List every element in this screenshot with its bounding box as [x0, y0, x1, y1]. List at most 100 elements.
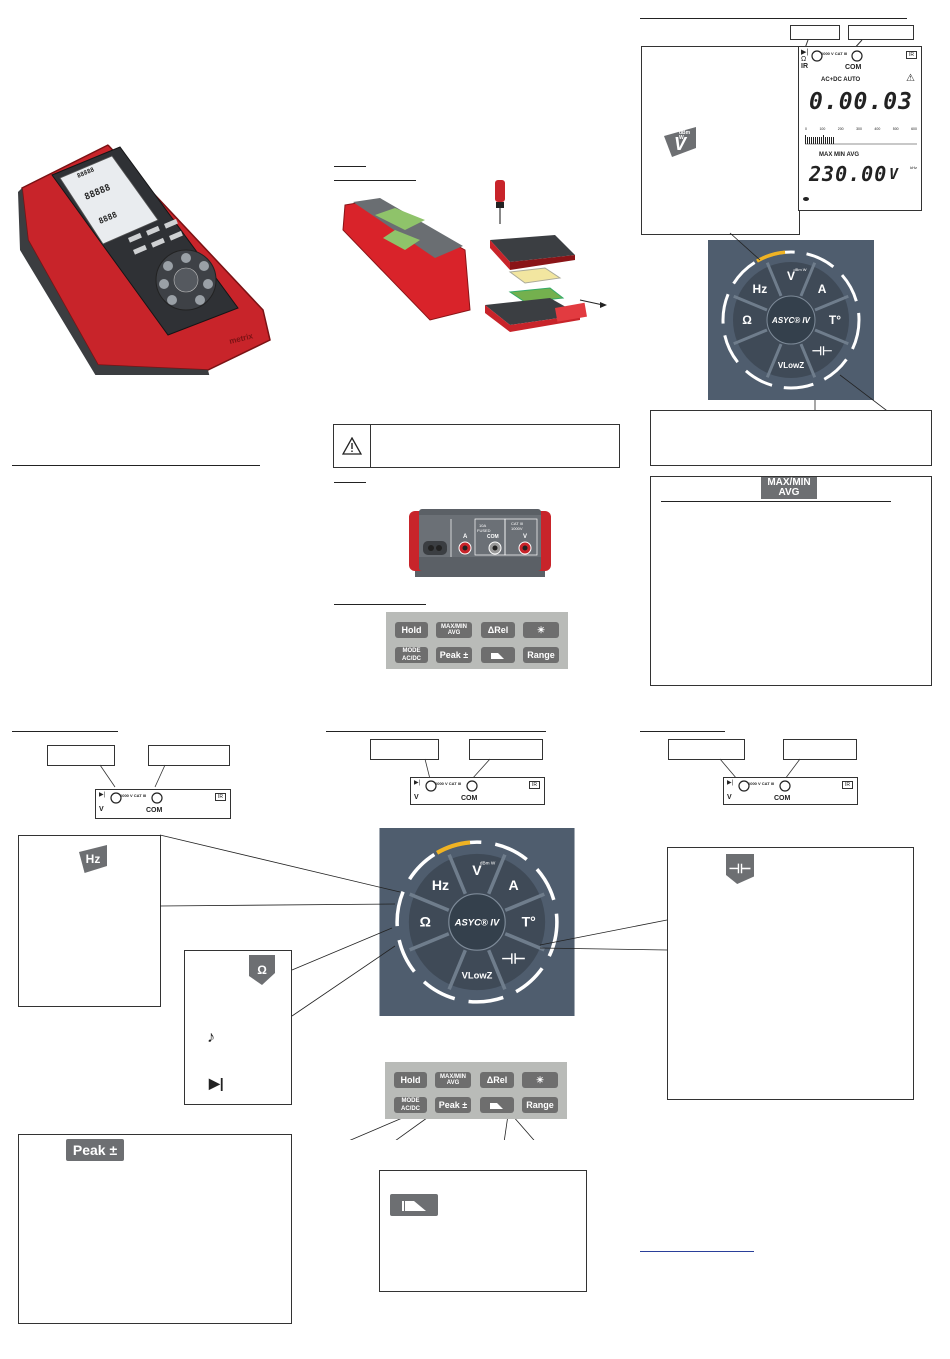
- callout-label-6: [469, 739, 543, 760]
- subheading-rule-3: [334, 482, 366, 483]
- dial-bottom-sector-divider: [409, 932, 450, 952]
- lcd-main-reading: 0.00.03: [809, 89, 913, 115]
- lcd-ir-label: IR: [906, 51, 917, 59]
- range-key[interactable]: Range: [523, 647, 559, 663]
- terminal-fuse-label: 10A: [479, 523, 486, 528]
- note-box-hz: Hz: [18, 835, 161, 1007]
- dial-top-position-3: ⊣⊢: [812, 344, 833, 358]
- mini-lcd-ir-label: IR: [529, 781, 540, 789]
- subheading-rule-2: [334, 180, 416, 181]
- callout-lines-bottom: [99, 758, 801, 788]
- backlight-key-2[interactable]: ☀: [522, 1072, 558, 1088]
- eye-icon: [803, 197, 809, 201]
- dial-top-sector-divider: [733, 294, 768, 312]
- dial-bottom-sector-divider: [447, 854, 467, 895]
- lcd-side-unit: kHz: [910, 165, 917, 170]
- lcd-secondary-unit: V: [889, 165, 900, 183]
- link-underline[interactable]: [640, 1251, 754, 1252]
- dial-bottom-position-4: VLowZ: [462, 969, 493, 980]
- dial-top-outer-ring: [721, 250, 861, 390]
- mode-key[interactable]: MODE AC/DC: [395, 647, 428, 663]
- dial-bottom-sector-divider: [447, 949, 467, 990]
- dial-bottom-position-3: ⊣⊢: [501, 950, 526, 966]
- callout-label-3: [47, 745, 115, 766]
- mini-lcd-jacks: [110, 792, 163, 804]
- mode-key-2[interactable]: MODE AC/DC: [394, 1097, 427, 1113]
- peak-function-icon: Peak ±: [66, 1139, 124, 1161]
- dial-bottom-center-label: ASYC® IV: [454, 917, 500, 928]
- filter-key[interactable]: [481, 647, 515, 663]
- callout-label-8: [783, 739, 857, 760]
- mini-lcd-jacks: [425, 780, 478, 792]
- mini-lcd-v-label: V: [414, 794, 419, 801]
- rel-key-2[interactable]: ΔRel: [480, 1072, 514, 1088]
- dial-top-position-0: V: [787, 269, 795, 283]
- lcd-jacks: [811, 50, 863, 62]
- svg-text:FUSED: FUSED: [477, 528, 491, 533]
- mini-lcd-rating: 1000 V CAT III: [435, 781, 462, 786]
- terminal-cat-label: CAT III: [511, 521, 523, 526]
- mini-lcd-3: ▶| 1000 V CAT III COM V IR: [723, 777, 858, 805]
- mini-lcd-com-label: COM: [774, 795, 791, 802]
- dial-callout-lines: [729, 232, 891, 414]
- dial-bottom-sector-divider: [487, 854, 507, 895]
- subheading-rule-5: [12, 731, 118, 732]
- mini-lcd-symbols: ▶|: [414, 780, 421, 786]
- mini-lcd-rating: 1000 V CAT III: [748, 781, 775, 786]
- ohm-symbol: Ω: [801, 56, 807, 63]
- dial-top-position-2: T°: [829, 313, 841, 327]
- dial-bottom-sector-divider: [504, 892, 545, 912]
- rel-key[interactable]: ΔRel: [481, 622, 515, 638]
- mini-lcd-v-label: V: [99, 806, 104, 813]
- lcd-secondary-reading: 230.00: [809, 162, 888, 186]
- subheading-rule-6: [326, 731, 546, 732]
- dial-top-position-7: Hz: [753, 282, 768, 296]
- mini-lcd-v-label: V: [727, 794, 732, 801]
- lcd-bargraph: [805, 135, 917, 145]
- dial-top-sector-divider: [733, 328, 768, 346]
- dial-top-position-4: VLowZ: [778, 361, 804, 370]
- lcd-secondary-label: MAX MIN AVG: [819, 152, 859, 158]
- range-key-2[interactable]: Range: [522, 1097, 558, 1113]
- lowpass-filter-icon: [491, 652, 504, 659]
- terminal-com-label: COM: [487, 534, 499, 540]
- dial-top-sector-divider: [799, 343, 817, 378]
- hold-key[interactable]: Hold: [395, 622, 428, 638]
- peak-key[interactable]: Peak ±: [436, 647, 472, 663]
- peak-key-2[interactable]: Peak ±: [435, 1097, 471, 1113]
- filter-function-icon: [390, 1194, 438, 1216]
- section-rule-right: [640, 18, 907, 19]
- lowpass-filter-icon: [490, 1102, 503, 1109]
- dial-top-sector-divider: [765, 262, 783, 297]
- note-box-v: V dBm W: [641, 46, 800, 235]
- lcd-mode-text: AC+DC AUTO: [821, 77, 861, 83]
- mini-lcd-symbols: ▶|: [727, 780, 734, 786]
- dial-bottom-sector-divider: [409, 892, 450, 912]
- dial-top-sector-divider: [814, 294, 849, 312]
- note-box-filter: [379, 1170, 587, 1292]
- lcd-rating: 1000 V CAT III: [821, 51, 848, 56]
- mini-lcd-ir-label: IR: [215, 793, 226, 801]
- terminal-v-label: V: [523, 534, 527, 540]
- diode-icon: ▶|: [209, 1075, 224, 1091]
- dial-top-position-1: A: [818, 282, 827, 296]
- mini-lcd-rating: 1000 V CAT III: [120, 793, 147, 798]
- device-model-label: MTX 3292: [106, 132, 130, 147]
- filter-key-2[interactable]: [480, 1097, 514, 1113]
- mini-lcd-ir-label: IR: [842, 781, 853, 789]
- battery-compartment-illustration: [342, 180, 607, 332]
- note-box-peak: Peak ±: [18, 1134, 292, 1324]
- hold-key-2[interactable]: Hold: [394, 1072, 427, 1088]
- subheading-rule-4: [334, 604, 426, 605]
- backlight-key[interactable]: ☀: [523, 622, 559, 638]
- svg-text:1000V: 1000V: [511, 526, 523, 531]
